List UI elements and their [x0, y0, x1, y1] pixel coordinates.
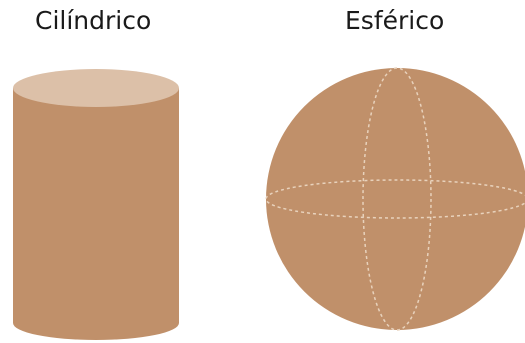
sphere-meridian-line: [362, 67, 432, 331]
cylinder-body: [13, 88, 179, 340]
sphere-label: Esférico: [345, 6, 445, 35]
cylinder-shape: [13, 69, 179, 340]
sphere-body: [266, 68, 525, 330]
cylinder-label: Cilíndrico: [35, 6, 152, 35]
sphere-shape: [265, 67, 525, 331]
sphere-equator-line: [265, 179, 525, 219]
cylinder-top: [13, 69, 179, 107]
